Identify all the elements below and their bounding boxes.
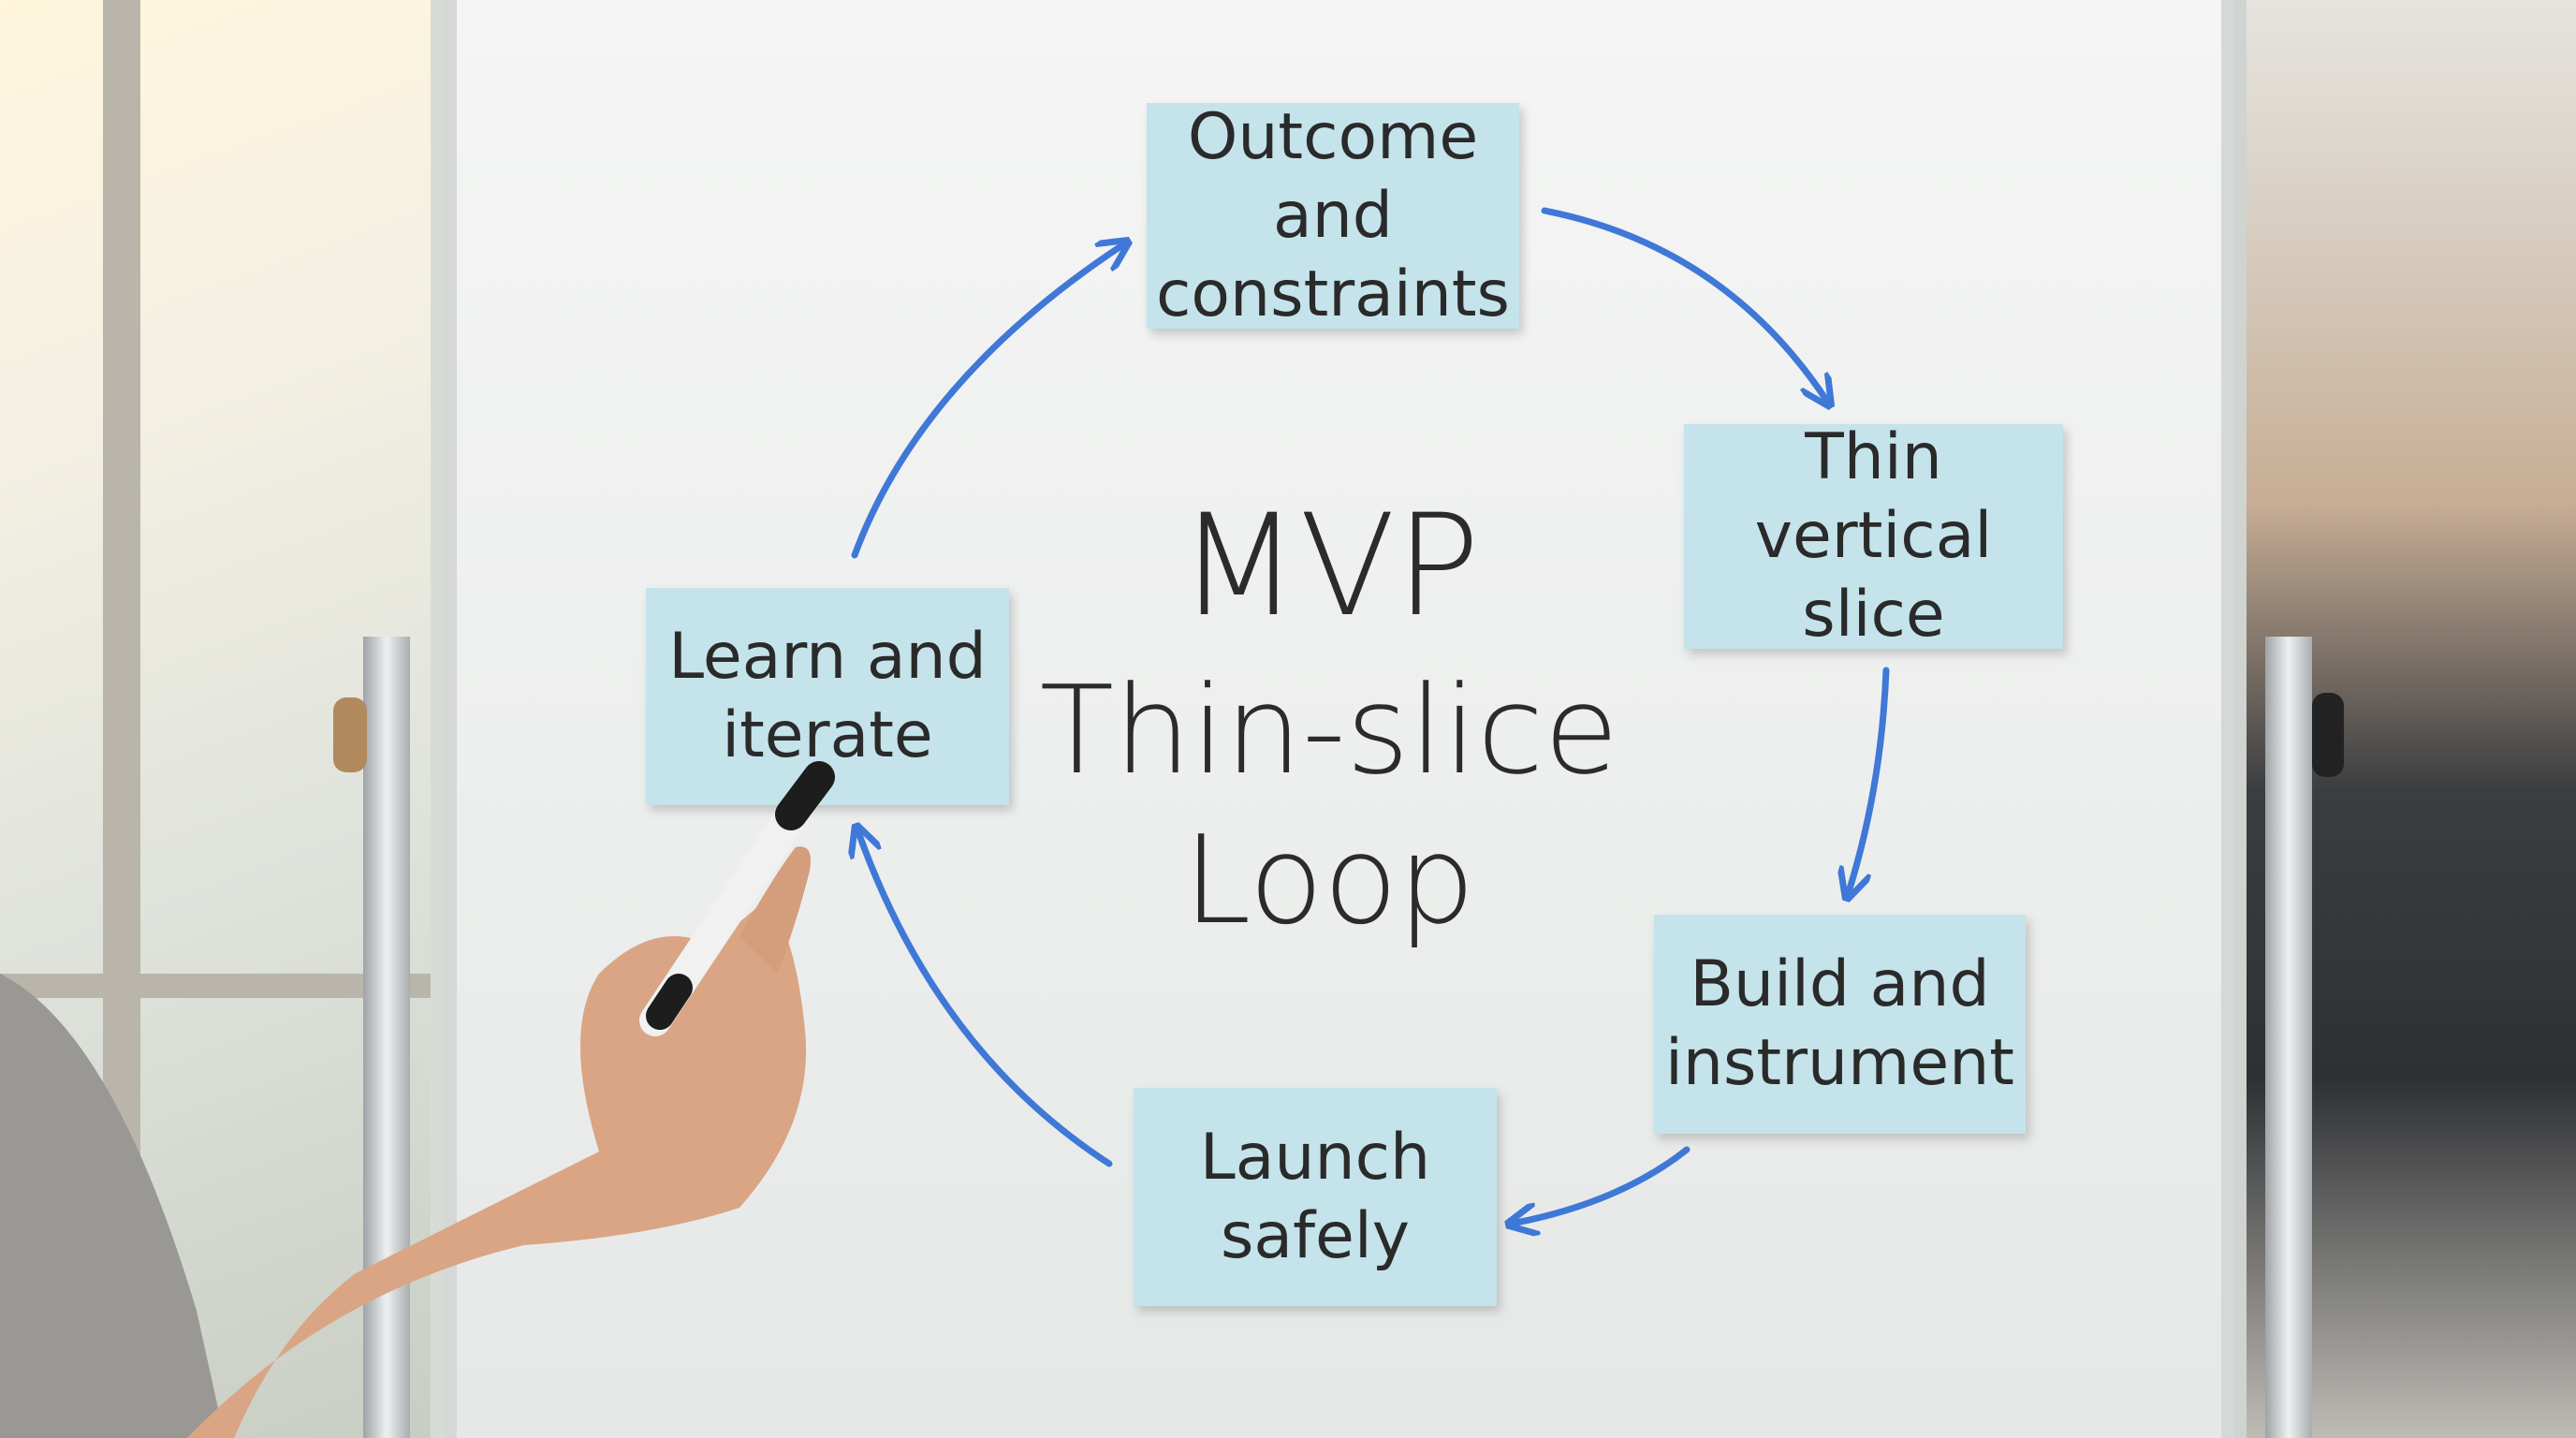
note-text: instrument: [1665, 1026, 2014, 1100]
arrow-slice-to-build: [1848, 667, 1890, 895]
shirt-sleeve: [0, 974, 225, 1438]
note-text: Build and: [1690, 947, 1990, 1021]
note-text: Thin vertical: [1754, 420, 1993, 573]
arrow-outcome-to-slice: [1541, 207, 1828, 403]
title-line-loop: Loop: [1183, 809, 1475, 951]
arrow-launch-to-learn: [857, 829, 1113, 1167]
arrow-build-to-launch: [1512, 1146, 1690, 1224]
note-text: slice: [1802, 578, 1945, 652]
whiteboard-stand-right: [2265, 637, 2312, 1438]
finger: [739, 846, 811, 974]
title-line-mvp: MVP: [1178, 485, 1481, 648]
title-line-thin-slice: Thin-slice: [1039, 659, 1619, 801]
arm: [187, 899, 807, 1438]
whiteboard-stand-left: [363, 637, 410, 1438]
note-text: iterate: [722, 698, 933, 772]
note-text: Learn and: [668, 620, 987, 694]
note-text: Launch: [1199, 1120, 1431, 1195]
note-text: Outcome and: [1187, 99, 1479, 253]
note-text: safely: [1220, 1198, 1410, 1273]
arrow-learn-to-outcome: [851, 243, 1125, 559]
stand-knob: [333, 697, 367, 772]
marker-icon: [639, 761, 835, 1036]
window-frame: [0, 974, 431, 998]
note-text: constraints: [1156, 257, 1510, 331]
stand-knob: [2312, 693, 2344, 777]
